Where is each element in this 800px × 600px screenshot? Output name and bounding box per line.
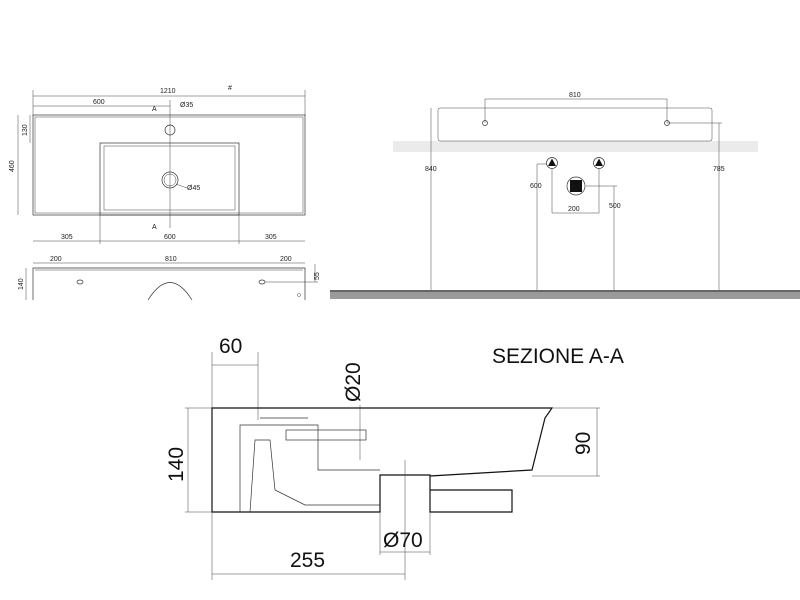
dim-bowl-depth: 90 [572, 432, 595, 455]
dim-supply-spacing: 200 [568, 206, 580, 213]
dim-hole-height-wall: 785 [713, 166, 725, 173]
supply-icon [595, 158, 603, 166]
dim-drain: Ø45 [187, 185, 200, 192]
dim-front-left: 200 [50, 256, 62, 263]
dim-rim: 60 [219, 335, 242, 358]
dim-height: 140 [165, 447, 188, 482]
dim-tap-hole: Ø35 [180, 102, 193, 109]
basin-elevation [437, 107, 713, 142]
section-mark-top: A [152, 106, 157, 113]
drain-icon [570, 180, 582, 192]
dim-drain-height: 500 [609, 203, 621, 210]
tap-hole [164, 124, 176, 136]
dim-front-right: 200 [280, 256, 292, 263]
dim-front-center: 810 [165, 256, 177, 263]
basin-bowl [99, 142, 240, 216]
dim-drain-diameter: Ø70 [383, 529, 423, 552]
wall-view: 810 840 785 600 200 500 [330, 92, 800, 299]
plan-view: # 1210 600 Ø35 A Ø45 A 460 130 305 600 3… [9, 85, 306, 244]
dim-right: 305 [265, 234, 277, 241]
dim-center: 600 [164, 234, 176, 241]
section-mark-bottom: A [152, 224, 157, 231]
dim-overflow: Ø20 [342, 362, 365, 402]
dim-tap-depth: 130 [22, 124, 29, 136]
drawing-mark: # [228, 85, 232, 92]
dim-front-height: 140 [18, 278, 25, 290]
dim-depth: 460 [9, 160, 16, 172]
basin-outline [32, 114, 306, 216]
dim-drain-offset: 255 [290, 549, 325, 572]
dim-supply-height: 600 [530, 183, 542, 190]
section-view: SEZIONE A-A 60 Ø20 140 90 Ø70 255 [165, 335, 624, 580]
dim-top-height: 840 [425, 166, 437, 173]
section-title: SEZIONE A-A [492, 345, 624, 368]
dim-left: 305 [61, 234, 73, 241]
front-view: 200 810 200 140 55 [18, 256, 321, 301]
supply-icon [548, 158, 556, 166]
basin-section [211, 407, 554, 513]
floor [330, 290, 800, 299]
dim-hole-spacing: 810 [569, 92, 581, 99]
dim-hole-height: 55 [314, 272, 321, 280]
dim-tap-offset: 600 [93, 99, 105, 106]
dim-total-width: 1210 [160, 88, 176, 95]
drain-hole [161, 171, 179, 189]
